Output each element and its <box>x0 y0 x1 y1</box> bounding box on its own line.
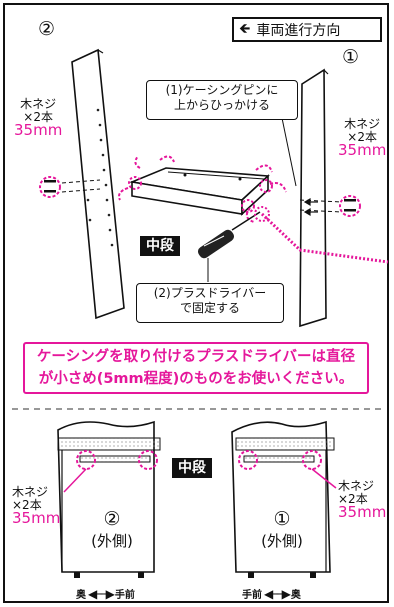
callout-screwdriver: (2)プラスドライバー で固定する <box>136 283 284 323</box>
panel-right-number: ① <box>342 46 360 68</box>
screw-count: ×2本 <box>347 129 377 144</box>
screw-label-top-left: 木ネジ ×2本 35mm <box>14 98 62 139</box>
callout-hook: (1)ケーシングピンに 上からひっかける <box>146 80 298 120</box>
screw-size: 35mm <box>14 121 63 140</box>
hook-arrows <box>118 155 287 223</box>
dir-from: 手前 <box>242 590 262 601</box>
screw-count: ×2本 <box>12 497 42 512</box>
middle-shelf <box>129 167 270 216</box>
screw-label-top-right: 木ネジ ×2本 35mm <box>338 118 386 159</box>
callout-hook-leader <box>281 117 297 187</box>
dir-to: 手前 <box>114 590 135 601</box>
bottom-panel-left <box>57 420 161 578</box>
panel-side: (外側) <box>261 531 303 550</box>
screw-name: 木ネジ <box>338 479 375 493</box>
screwdriver-icon <box>198 211 261 259</box>
screw-size: 35mm <box>338 503 387 522</box>
side-panel-left <box>71 48 125 320</box>
screw-name: 木ネジ <box>20 97 57 111</box>
bottom-panel-right <box>231 420 335 578</box>
screw-label-bottom-left: 木ネジ ×2本 35mm <box>12 486 60 527</box>
hook-circles <box>128 176 273 213</box>
middle-shelf-tag-top: 中段 <box>140 236 180 256</box>
dir-to: 奥 <box>290 590 301 601</box>
callout-screwdriver-line-2: で固定する <box>179 301 240 315</box>
screwdriver-notice: ケーシングを取り付けるプラスドライバーは直径 が小さめ(5mm程度)のものをお使… <box>23 342 369 394</box>
depth-direction-left: 奥 ◀──▶ 手前 <box>76 586 135 602</box>
depth-direction-right: 手前 ◀──▶ 奥 <box>242 586 301 602</box>
notice-line-2: が小さめ(5mm程度)のものをお使いください。 <box>38 371 354 387</box>
screw-icon-top-right <box>339 195 361 217</box>
screw-icon-top-left <box>39 176 61 198</box>
screw-count: ×2本 <box>338 491 368 506</box>
middle-shelf-tag-bottom: 中段 <box>172 458 212 478</box>
screw-leaders-bottom <box>63 468 337 493</box>
panel-left-number: ② <box>38 18 56 40</box>
bottom-shelf-left <box>79 455 151 463</box>
callout-hook-line-2: 上からひっかける <box>173 98 270 112</box>
screw-label-bottom-right: 木ネジ ×2本 35mm <box>338 480 386 521</box>
bottom-right-panel-label: ① (外側) <box>254 508 310 551</box>
screw-size: 35mm <box>12 509 61 528</box>
double-arrow-icon: ◀──▶ <box>264 586 291 601</box>
arrow-left-icon: 🡸 <box>239 20 251 37</box>
bottom-left-panel-label: ② (外側) <box>84 508 140 551</box>
panel-number: ① <box>273 508 291 530</box>
screw-name: 木ネジ <box>12 485 49 499</box>
screw-count: ×2本 <box>23 109 53 124</box>
travel-direction-text: 車両進行方向 <box>256 22 341 39</box>
panel-left-holes <box>86 108 114 247</box>
travel-direction-label: 🡸 車両進行方向 <box>232 17 382 42</box>
callout-screwdriver-line-1: (2)プラスドライバー <box>153 286 267 300</box>
side-panel-right <box>299 68 327 328</box>
insert-arrows-right <box>303 197 318 217</box>
dir-from: 奥 <box>76 590 86 601</box>
callout-hook-line-1: (1)ケーシングピンに <box>165 83 279 97</box>
double-arrow-icon: ◀──▶ <box>88 586 115 601</box>
screw-size: 35mm <box>338 141 387 160</box>
bottom-shelf-right <box>243 455 315 463</box>
screw-name: 木ネジ <box>344 117 381 131</box>
panel-number: ② <box>103 508 121 530</box>
screw-icons-bottom <box>76 450 322 470</box>
notice-line-1: ケーシングを取り付けるプラスドライバーは直径 <box>36 349 356 365</box>
pink-indicator <box>254 206 389 264</box>
panel-side: (外側) <box>91 531 133 550</box>
